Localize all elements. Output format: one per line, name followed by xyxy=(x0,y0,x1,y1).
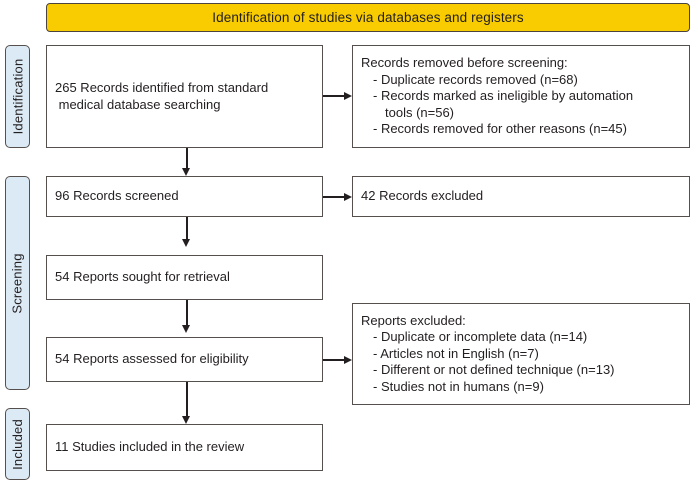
node-records-removed-body: Records removed before screening: - Dupl… xyxy=(353,55,689,138)
arrowhead-down-icon xyxy=(182,325,190,333)
arrowhead-right-icon xyxy=(344,192,352,201)
connector-assessed-to-excluded xyxy=(323,359,345,361)
connector-assessed-to-included xyxy=(186,382,188,416)
node-line: tools (n=56) xyxy=(385,104,455,120)
arrowhead-right-icon xyxy=(344,91,352,100)
node-reports-assessed-body: 54 Reports assessed for eligibility xyxy=(47,351,322,368)
node-line: - Records removed for other reasons (n=4… xyxy=(373,121,627,137)
node-line: - Duplicate records removed (n=68) xyxy=(373,71,578,87)
node-records-excluded-body: 42 Records excluded xyxy=(353,188,689,205)
node-studies-included-body: 11 Studies included in the review xyxy=(47,439,322,456)
node-line: - Different or not defined technique (n=… xyxy=(373,362,615,378)
node-line: - Articles not in English (n=7) xyxy=(373,345,539,361)
node-reports-sought-body: 54 Reports sought for retrieval xyxy=(47,269,322,286)
node-reports-excluded: Reports excluded: - Duplicate or incompl… xyxy=(352,303,690,405)
stage-label-included: Included xyxy=(5,408,30,480)
node-reports-assessed: 54 Reports assessed for eligibility xyxy=(46,337,323,382)
arrowhead-down-icon xyxy=(182,168,190,176)
node-line: 54 Reports sought for retrieval xyxy=(55,269,230,285)
diagram-header-title: Identification of studies via databases … xyxy=(212,10,524,25)
stage-label-screening: Screening xyxy=(5,176,30,390)
node-records-removed: Records removed before screening: - Dupl… xyxy=(352,45,690,148)
connector-screened-to-excluded xyxy=(323,196,345,198)
stage-label-screening-text: Screening xyxy=(10,252,25,314)
arrowhead-down-icon xyxy=(182,416,190,424)
node-reports-sought: 54 Reports sought for retrieval xyxy=(46,255,323,300)
node-line: - Records marked as ineligible by automa… xyxy=(373,88,634,104)
node-line: 265 Records identified from standard xyxy=(55,80,269,95)
node-line: 96 Records screened xyxy=(55,188,179,204)
node-reports-excluded-body: Reports excluded: - Duplicate or incompl… xyxy=(353,313,689,396)
arrowhead-right-icon xyxy=(344,355,352,364)
connector-screened-to-sought xyxy=(186,217,188,239)
connector-identified-to-screened xyxy=(186,148,188,168)
node-line: 11 Studies included in the review xyxy=(55,439,245,455)
node-line: Reports excluded: xyxy=(361,312,466,328)
diagram-header-banner: Identification of studies via databases … xyxy=(46,3,690,32)
node-records-identified: 265 Records identified from standard med… xyxy=(46,45,323,148)
node-records-identified-body: 265 Records identified from standard med… xyxy=(47,80,322,113)
node-line: medical database searching xyxy=(55,96,221,112)
node-line: 42 Records excluded xyxy=(361,188,484,204)
node-line: 54 Reports assessed for eligibility xyxy=(55,351,249,367)
arrowhead-down-icon xyxy=(182,239,190,247)
node-records-screened: 96 Records screened xyxy=(46,176,323,217)
node-records-screened-body: 96 Records screened xyxy=(47,188,322,205)
connector-identified-to-removed xyxy=(323,95,345,97)
node-records-excluded: 42 Records excluded xyxy=(352,176,690,217)
stage-label-included-text: Included xyxy=(10,418,25,470)
stage-label-identification-text: Identification xyxy=(10,58,26,135)
node-line: Records removed before screening: xyxy=(361,55,568,71)
node-line: - Duplicate or incomplete data (n=14) xyxy=(373,329,588,345)
node-line: - Studies not in humans (n=9) xyxy=(373,378,544,394)
stage-label-identification: Identification xyxy=(5,45,30,148)
node-studies-included: 11 Studies included in the review xyxy=(46,424,323,471)
connector-sought-to-assessed xyxy=(186,300,188,325)
